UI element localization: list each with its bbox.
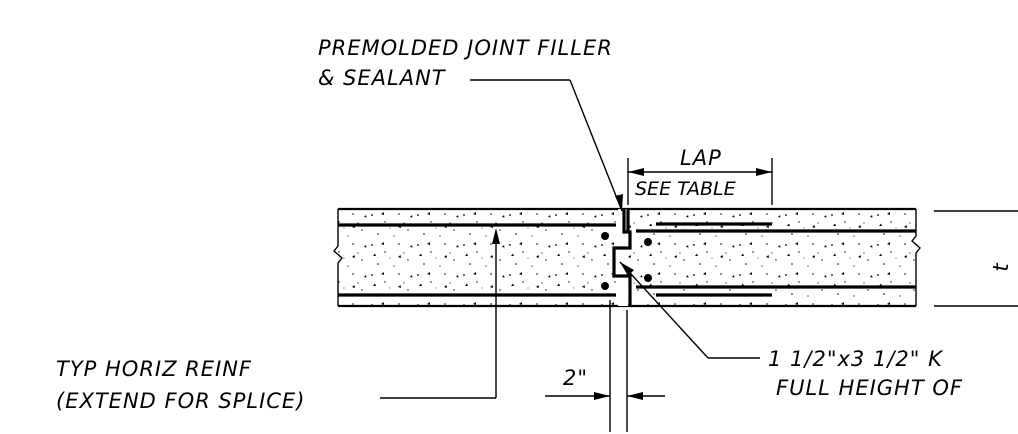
lap-label: LAP bbox=[680, 146, 722, 170]
horiz-reinf-label-line2: (EXTEND FOR SPLICE) bbox=[56, 389, 305, 413]
construction-joint-key bbox=[612, 209, 632, 306]
joint-filler-label-line2: & SEALANT bbox=[318, 66, 447, 90]
horiz-reinf-leader bbox=[380, 228, 500, 399]
key-leader bbox=[619, 261, 760, 359]
key-label-line1: 1 1/2"x3 1/2" K bbox=[768, 347, 944, 371]
two-inch-label: 2" bbox=[563, 366, 588, 390]
see-table-label: SEE TABLE bbox=[635, 178, 736, 200]
two-inch-dimension bbox=[545, 300, 665, 432]
thickness-extension-lines bbox=[934, 210, 1018, 307]
left-break-line bbox=[333, 209, 343, 306]
thickness-label: t bbox=[989, 262, 1013, 271]
horiz-reinf-label-line1: TYP HORIZ REINF bbox=[56, 357, 252, 381]
lap-dimension bbox=[627, 158, 773, 205]
horizontal-reinforcement bbox=[338, 222, 916, 297]
rebar-dots bbox=[601, 232, 652, 290]
joint-filler-leader bbox=[470, 79, 623, 212]
key-label-line2: FULL HEIGHT OF bbox=[776, 376, 963, 400]
joint-filler-label-line1: PREMOLDED JOINT FILLER bbox=[318, 36, 613, 60]
